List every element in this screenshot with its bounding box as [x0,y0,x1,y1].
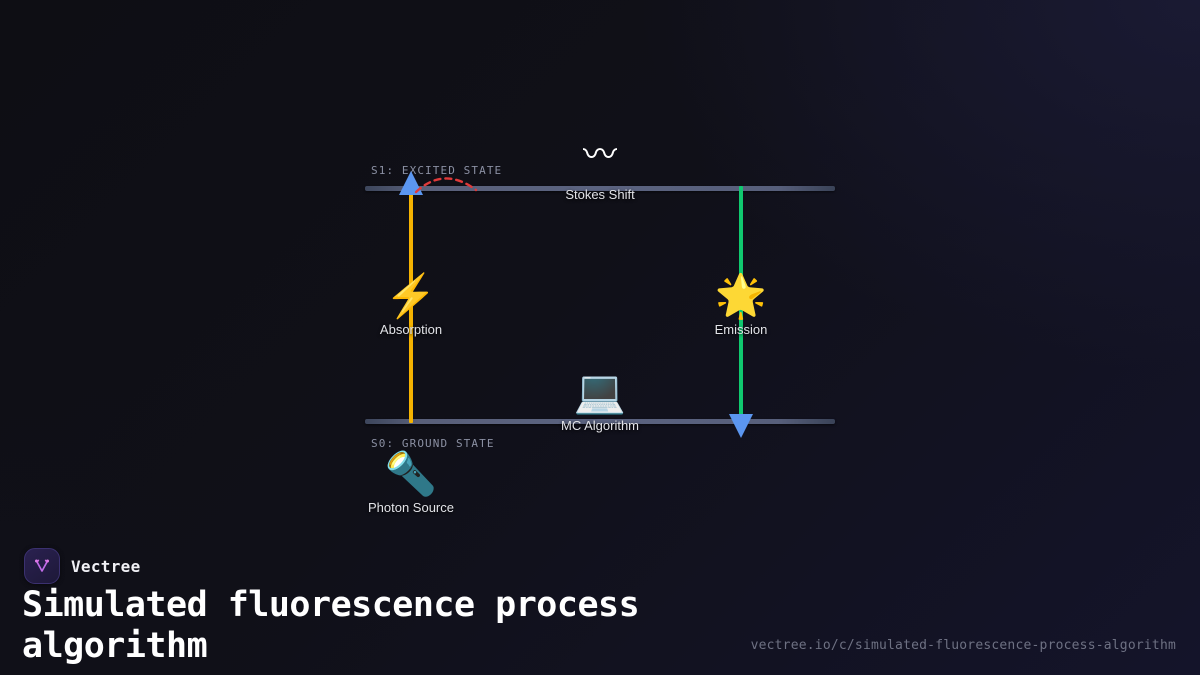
laptop-icon: 💻 [573,368,627,415]
page-title: Simulated fluorescence process algorithm [22,585,640,667]
node-stokes-shift: 〰 Stokes Shift [520,131,680,202]
node-photon-source: 🔦 Photon Source [331,450,491,516]
footer: Vectree Simulated fluorescence process a… [0,540,1200,675]
absorption-transition-line [409,183,413,423]
node-label-photon-source: Photon Source [367,500,454,515]
flashlight-icon: 🔦 [384,450,438,497]
brand: Vectree [24,548,141,584]
energy-diagram: S1: EXCITED STATE S0: GROUND STATE 〰 Sto… [331,131,835,516]
state-line-s0 [365,419,835,424]
node-label-mc-algorithm: MC Algorithm [560,418,640,433]
absorption-arrow-up-icon [399,171,423,195]
emission-arrow-down-icon [729,414,753,438]
stokes-shift-arc-icon [414,177,478,194]
state-label-s0: S0: GROUND STATE [371,437,495,450]
state-line-s1 [365,186,835,191]
footer-url: vectree.io/c/simulated-fluorescence-proc… [750,638,1176,653]
brand-name: Vectree [71,556,141,576]
node-label-emission: Emission [714,322,768,337]
emission-transition-line [739,186,743,424]
node-absorption: ⚡ Absorption [331,272,491,338]
glowing-star-icon: 🌟 [714,272,768,319]
wavy-dash-icon: 〰 [583,136,617,174]
node-mc-algorithm: 💻 MC Algorithm [520,368,680,434]
lightning-bolt-icon: ⚡ [384,272,438,319]
node-label-stokes-shift: Stokes Shift [565,187,635,202]
node-label-absorption: Absorption [379,322,443,337]
node-emission: 🌟 Emission [661,272,821,338]
vectree-logo-icon [24,548,60,584]
